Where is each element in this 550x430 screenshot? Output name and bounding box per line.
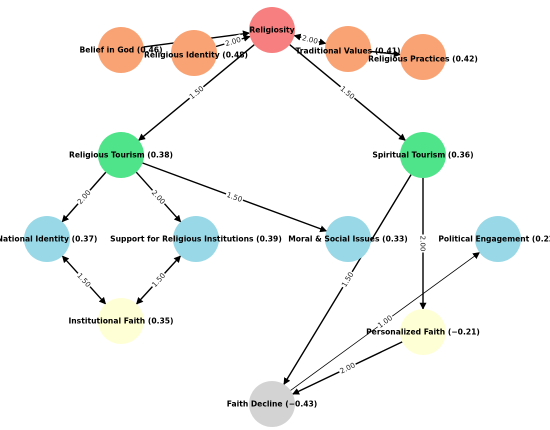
edge-traditional-values-to-religious-practices xyxy=(370,50,401,58)
edge-spiritual-tourism-to-personalized-faith: 2.00 xyxy=(418,178,428,310)
node-traditional-values-circle xyxy=(325,26,371,72)
node-political-engagement-label: Political Engagement (0.22) xyxy=(438,235,550,244)
node-political-engagement-circle xyxy=(475,216,521,262)
node-faith-decline-circle xyxy=(249,381,295,427)
node-religious-identity-label: Religious Identity (0.48) xyxy=(144,51,248,60)
edge-weight-label: 1.50 xyxy=(224,189,245,205)
edge-weight-label: 2.00 xyxy=(300,32,320,47)
edge-weight-bg xyxy=(148,186,169,208)
edge-weight-bg xyxy=(186,82,207,103)
edge-weight-bg xyxy=(74,186,94,208)
node-faith-decline-label: Faith Decline (−0.43) xyxy=(227,400,318,409)
edge-weight-label: 2.00 xyxy=(418,234,428,253)
edge-weight-bg xyxy=(74,269,94,291)
node-spiritual-tourism-circle xyxy=(400,132,446,178)
node-spiritual-tourism-label: Spiritual Tourism (0.36) xyxy=(372,151,473,160)
edge-weight-bg xyxy=(337,82,358,103)
node-religious-tourism-circle xyxy=(98,132,144,178)
edge-weight-bg xyxy=(148,269,169,291)
node-support-religious-institutions-circle xyxy=(173,216,219,262)
edge-support-religious-institutions-to-institutional-faith: 1.50 xyxy=(136,255,181,305)
node-religious-identity-circle xyxy=(171,30,217,76)
edge-spiritual-tourism-to-faith-decline: 1.50 xyxy=(283,174,412,385)
edge-weight-text: 2.00 xyxy=(224,35,242,48)
edge-weight-label: 1.50 xyxy=(338,269,357,290)
edge-religious-tourism-to-moral-social-issues: 1.50 xyxy=(142,162,328,233)
edge-personalized-faith-to-faith-decline: 2.00 xyxy=(292,341,403,395)
node-personalized-faith-label: Personalized Faith (−0.21) xyxy=(366,328,480,337)
node-religiosity-label: Religiosity xyxy=(249,26,294,35)
edge-national-identity-to-institutional-faith: 1.50 xyxy=(61,255,107,305)
edge-weight-label: 2.00 xyxy=(337,359,358,377)
node-religious-tourism-label: Religious Tourism (0.38) xyxy=(69,151,173,160)
edge-weight-bg xyxy=(224,189,245,205)
edge-weight-text: 2.00 xyxy=(419,235,428,251)
node-institutional-faith-circle xyxy=(98,298,144,344)
edge-line xyxy=(370,50,401,58)
edge-religious-tourism-to-national-identity: 2.00 xyxy=(61,171,107,223)
node-religious-practices-circle xyxy=(400,34,446,80)
edge-weight-bg xyxy=(222,34,244,49)
edge-weight-bg xyxy=(374,312,396,331)
edge-weight-bg xyxy=(300,32,320,47)
edge-weight-bg xyxy=(418,234,428,253)
node-institutional-faith-label: Institutional Faith (0.35) xyxy=(68,317,173,326)
node-national-identity-label: National Identity (0.37) xyxy=(0,235,97,244)
edge-weight-bg xyxy=(338,269,357,290)
edge-religious-identity-to-religiosity: 2.00 xyxy=(215,34,251,49)
edge-religious-tourism-to-support-religious-institutions: 2.00 xyxy=(135,171,182,223)
node-religious-practices-label: Religious Practices (0.42) xyxy=(368,55,478,64)
edge-religiosity-to-traditional-values: 2.00 xyxy=(293,32,327,47)
node-religiosity-circle xyxy=(249,7,295,53)
node-belief-in-god-circle xyxy=(98,27,144,73)
node-personalized-faith-circle xyxy=(400,309,446,355)
node-belief-in-god-label: Belief in God (0.46) xyxy=(79,46,162,55)
node-support-religious-institutions-label: Support for Religious Institutions (0.39… xyxy=(110,235,282,244)
node-traditional-values-label: Traditional Values (0.41) xyxy=(295,47,400,56)
edge-weight-text: 2.00 xyxy=(301,33,319,46)
edge-weight-label: 2.00 xyxy=(222,34,244,49)
node-national-identity-circle xyxy=(24,216,70,262)
node-moral-social-issues-label: Moral & Social Issues (0.33) xyxy=(288,235,408,244)
edge-weight-bg xyxy=(337,359,358,377)
edge-faith-decline-to-political-engagement: 1.00 xyxy=(290,252,480,391)
node-moral-social-issues-circle xyxy=(325,216,371,262)
